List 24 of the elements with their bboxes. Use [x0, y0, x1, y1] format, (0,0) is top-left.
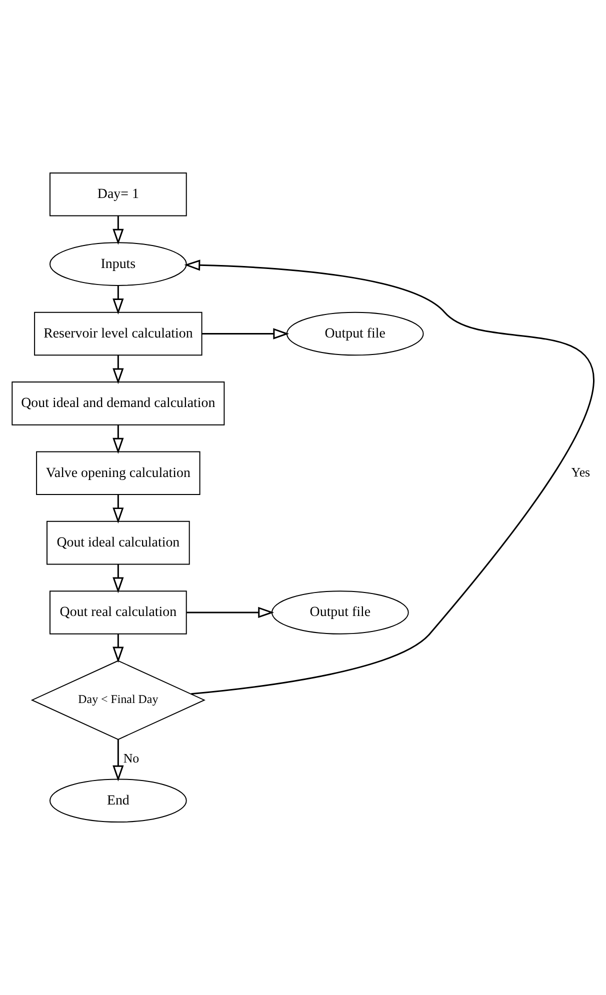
node-ellipse: Output file [271, 590, 409, 634]
arrow [112, 739, 124, 782]
arrow [112, 286, 124, 314]
arrow [202, 328, 290, 340]
node-box: Day= 1 [49, 172, 187, 216]
arrow [186, 606, 274, 618]
edge-label: Yes [571, 464, 590, 480]
node-box: Reservoir level calculation [34, 312, 202, 356]
arrow [112, 425, 124, 454]
node-ellipse: Inputs [49, 242, 187, 286]
arrow [112, 494, 124, 524]
arrow [184, 260, 594, 695]
node-diamond: Day < Final Day [30, 660, 206, 740]
arrow [112, 355, 124, 384]
arrow [112, 564, 124, 594]
arrow [112, 634, 124, 663]
node-box: Qout ideal calculation [46, 520, 190, 565]
edge-label: No [123, 750, 140, 766]
node-ellipse: End [49, 778, 187, 823]
node-box: Qout real calculation [49, 590, 187, 634]
node-box: Qout ideal and demand calculation [12, 382, 225, 426]
arrow [112, 216, 124, 245]
node-box: Valve opening calculation [36, 451, 200, 496]
node-ellipse: Output file [286, 312, 424, 356]
